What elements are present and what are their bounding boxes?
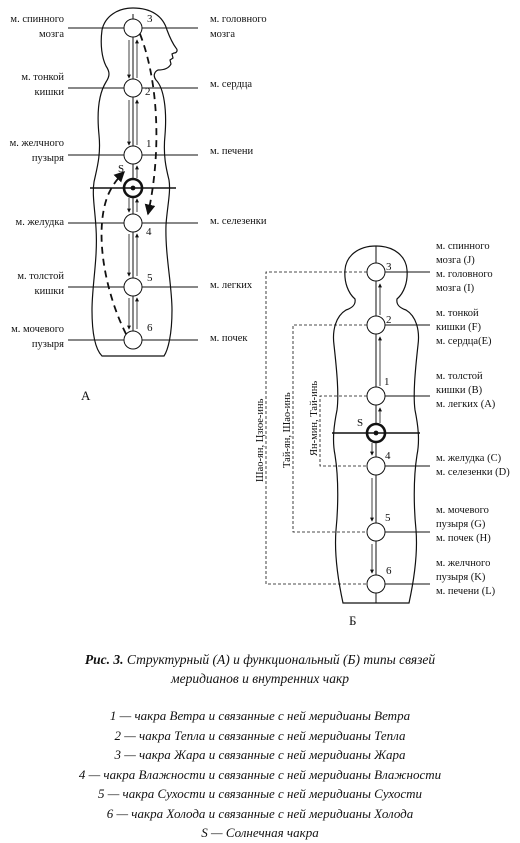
legend-item: 4 — чакра Влажности и связанные с ней ме… bbox=[78, 766, 442, 782]
chakra-number: 6 bbox=[147, 322, 153, 334]
label-b6-1: м. желчного bbox=[436, 558, 490, 569]
label-brain-1: м. головного bbox=[210, 14, 267, 25]
legend-item: 3 — чакра Жара и связанные с ней меридиа… bbox=[114, 747, 406, 762]
label-liver: м. печени bbox=[210, 146, 253, 157]
label-spinal-1: м. спинного bbox=[10, 14, 64, 25]
chakra-2-a bbox=[123, 78, 143, 98]
chakra-6-a bbox=[123, 330, 143, 350]
label-b5-1: м. мочевого bbox=[436, 505, 489, 516]
label-small-1: м. тонкой bbox=[21, 72, 64, 83]
label-b3-3: м. головного bbox=[436, 269, 493, 280]
label-b1-3: м. легких (A) bbox=[436, 399, 496, 410]
label-heart: м. сердца bbox=[210, 79, 252, 90]
chakra-1-a bbox=[123, 145, 143, 165]
label-brain-2: мозга bbox=[210, 29, 235, 40]
chakra-1-b bbox=[366, 386, 386, 406]
figure-caption: Рис. 3. Структурный (А) и функциональный… bbox=[0, 650, 520, 688]
label-lines-b bbox=[385, 271, 430, 585]
meridian-chakra-figure: 3 2 1 4 5 6 S м. спинного мозга м. тонко… bbox=[10, 7, 510, 628]
legend-item: 5 — чакра Сухости и связанные с ней мери… bbox=[97, 786, 423, 801]
figure-b: 3 2 1 4 5 6 S Шао-ян, Цзюе-инь Тай-ян, Ш… bbox=[255, 241, 510, 628]
label-spleen: м. селезенки bbox=[210, 216, 267, 227]
axis-arrows-b bbox=[370, 283, 382, 574]
bracket-label-outer: Шао-ян, Цзюе-инь bbox=[255, 398, 266, 482]
chakra-4-a bbox=[123, 213, 143, 233]
label-b3-4: мозга (I) bbox=[436, 283, 475, 294]
brackets-b bbox=[265, 271, 367, 585]
label-b4-1: м. желудка (C) bbox=[436, 453, 502, 464]
chakra-number: 5 bbox=[385, 512, 391, 524]
bracket-label-middle: Тай-ян, Шао-инь bbox=[282, 392, 293, 468]
caption-line-1: Структурный (А) и функциональный (Б) тип… bbox=[123, 652, 436, 667]
figure-a-label: А bbox=[81, 388, 91, 403]
label-b2-1: м. тонкой bbox=[436, 308, 479, 319]
chakra-3-b bbox=[366, 262, 386, 282]
chakra-number: 3 bbox=[386, 261, 392, 273]
label-b3-2: мозга (J) bbox=[436, 255, 475, 266]
chakra-number: 5 bbox=[147, 272, 153, 284]
chakras-a bbox=[123, 18, 143, 350]
label-b1-1: м. толстой bbox=[436, 371, 483, 382]
label-small-2: кишки bbox=[34, 87, 64, 98]
legend: 1 — чакра Ветра и связанные с ней мериди… bbox=[0, 706, 520, 843]
chakra-number: 4 bbox=[146, 226, 152, 238]
dashed-arcs-a bbox=[100, 33, 158, 335]
chakra-3-a bbox=[123, 18, 143, 38]
label-spinal-2: мозга bbox=[39, 29, 64, 40]
label-b5-2: пузыря (G) bbox=[436, 519, 486, 530]
label-b4-2: м. селезенки (D) bbox=[436, 467, 510, 478]
body-silhouette-a bbox=[91, 7, 178, 357]
chakra-4-b bbox=[366, 456, 386, 476]
label-b6-2: пузыря (K) bbox=[436, 572, 486, 583]
figure-b-label: Б bbox=[349, 613, 356, 628]
label-large-1: м. толстой bbox=[17, 271, 64, 282]
chakra-number: 6 bbox=[386, 565, 392, 577]
label-bladder-1: м. мочевого bbox=[11, 324, 64, 335]
label-b5-3: м. почек (H) bbox=[436, 533, 491, 544]
caption-prefix: Рис. 3. bbox=[84, 652, 124, 667]
label-b3-1: м. спинного bbox=[436, 241, 490, 252]
bracket-label-inner: Ян-мин, Тай-инь bbox=[309, 381, 320, 456]
chakras-b bbox=[366, 262, 386, 594]
label-lungs: м. легких bbox=[210, 280, 253, 291]
label-large-2: кишки bbox=[34, 286, 64, 297]
label-b2-3: м. сердца(E) bbox=[436, 336, 492, 347]
label-bladder-2: пузыря bbox=[32, 339, 64, 350]
solar-label: S bbox=[118, 163, 124, 175]
label-b1-2: кишки (B) bbox=[436, 385, 483, 396]
legend-item: 1 — чакра Ветра и связанные с ней мериди… bbox=[109, 708, 411, 723]
chakra-number: 2 bbox=[145, 86, 151, 98]
chakra-2-b bbox=[366, 315, 386, 335]
axis-arrows-a bbox=[127, 39, 139, 330]
label-b2-2: кишки (F) bbox=[436, 322, 481, 333]
solar-label: S bbox=[357, 417, 363, 429]
label-gall-2: пузыря bbox=[32, 153, 64, 164]
label-stomach: м. желудка bbox=[16, 217, 65, 228]
chakra-number: 1 bbox=[384, 376, 390, 388]
legend-item: 2 — чакра Тепла и связанные с ней мериди… bbox=[114, 727, 406, 743]
chakra-number: 3 bbox=[147, 13, 153, 25]
chakra-5-b bbox=[366, 522, 386, 542]
chakra-6-b bbox=[366, 574, 386, 594]
label-kidney: м. почек bbox=[210, 333, 248, 344]
figure-a: 3 2 1 4 5 6 S м. спинного мозга м. тонко… bbox=[10, 7, 267, 403]
label-gall-1: м. желчного bbox=[10, 138, 64, 149]
chakra-5-a bbox=[123, 277, 143, 297]
chakra-number: 1 bbox=[146, 138, 152, 150]
legend-item: 6 — чакра Холода и связанные с ней мерид… bbox=[106, 805, 414, 821]
chakra-number: 2 bbox=[386, 314, 392, 326]
caption-line-2: меридианов и внутренних чакр bbox=[170, 671, 350, 686]
label-b6-3: м. печени (L) bbox=[436, 586, 496, 597]
chakra-number: 4 bbox=[385, 450, 391, 462]
